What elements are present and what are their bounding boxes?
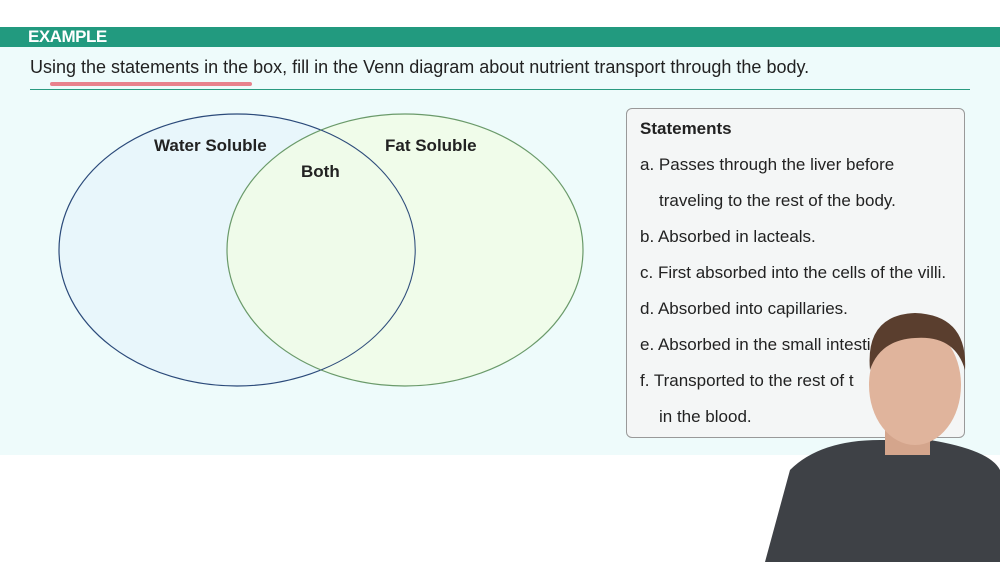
statement-a-cont: traveling to the rest of the body.	[659, 191, 896, 210]
example-banner: EXAMPLE	[0, 27, 1000, 47]
divider	[30, 89, 970, 90]
statement-d: d. Absorbed into capillaries.	[640, 299, 848, 318]
presenter-face	[869, 325, 961, 445]
venn-diagram	[58, 113, 584, 387]
statement-e: e. Absorbed in the small intesti	[640, 335, 871, 354]
fat-soluble-circle	[226, 113, 584, 387]
presenter-hair	[869, 313, 966, 370]
presenter-body	[765, 440, 1000, 562]
highlight-underline	[50, 82, 252, 86]
left-circle-outline-overlap	[320, 129, 416, 371]
water-soluble-label: Water Soluble	[154, 136, 267, 155]
statement-a: a. Passes through the liver before	[640, 155, 895, 174]
example-label: EXAMPLE	[28, 27, 107, 46]
statement-f-cont: in the blood.	[659, 407, 752, 426]
statement-b: b. Absorbed in lacteals.	[640, 227, 816, 246]
statements-title: Statements	[640, 119, 732, 138]
statement-c: c. First absorbed into the cells of the …	[640, 263, 947, 282]
both-label: Both	[301, 162, 340, 181]
fat-soluble-label: Fat Soluble	[385, 136, 477, 155]
statement-f: f. Transported to the rest of t	[640, 371, 854, 390]
prompt-text: Using the statements in the box, fill in…	[30, 57, 810, 77]
